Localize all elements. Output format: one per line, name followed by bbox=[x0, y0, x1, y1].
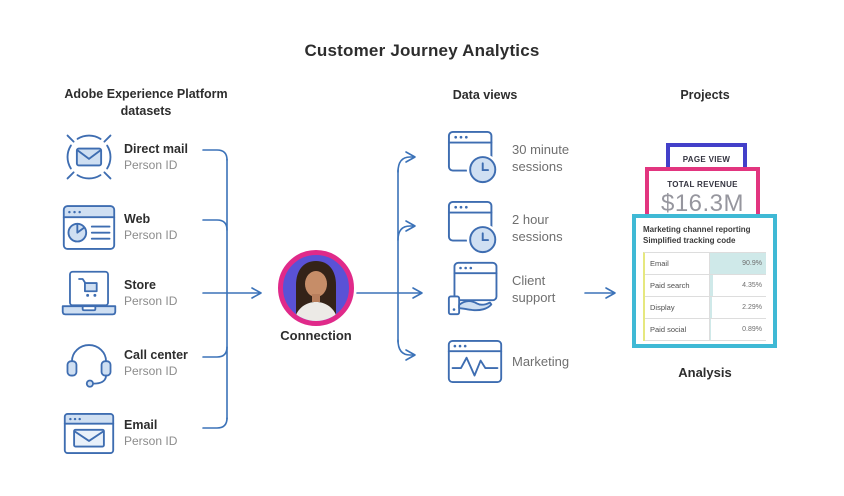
channel-bar bbox=[710, 297, 712, 318]
table-row-paid-social: Paid social 0.89% bbox=[645, 319, 766, 341]
session-clock-icon bbox=[446, 129, 504, 187]
laptop-cart-icon bbox=[60, 264, 118, 322]
dataset-item-store: Store Person ID bbox=[60, 262, 210, 324]
total-revenue-card-label: TOTAL REVENUE bbox=[667, 180, 738, 189]
dataset-label: Web bbox=[124, 212, 151, 226]
channel-bar bbox=[710, 275, 713, 296]
data-view-label: Client support bbox=[512, 273, 556, 305]
channel-value: 4.35% bbox=[742, 282, 762, 289]
datasets-to-connection-lines bbox=[202, 149, 262, 429]
session-clock-icon bbox=[446, 199, 504, 257]
analysis-card: Marketing channel reporting Simplified t… bbox=[632, 214, 777, 348]
channel-name: Paid social bbox=[650, 325, 687, 334]
data-view-item-marketing: Marketing bbox=[446, 332, 584, 390]
dataset-sublabel: Person ID bbox=[124, 364, 178, 378]
connection-avatar bbox=[278, 250, 354, 326]
headset-icon bbox=[60, 334, 118, 392]
direct-mail-icon bbox=[60, 128, 118, 186]
channel-name: Display bbox=[650, 303, 675, 312]
dataset-item-direct-mail: Direct mail Person ID bbox=[60, 126, 210, 188]
total-revenue-value: $16.3M bbox=[660, 190, 745, 217]
analysis-card-title-line2: Simplified tracking code bbox=[643, 235, 736, 245]
data-view-label: 30 minute sessions bbox=[512, 142, 570, 174]
channel-bar bbox=[710, 253, 766, 274]
connection-label: Connection bbox=[280, 328, 352, 343]
table-row-paid-search: Paid search 4.35% bbox=[645, 275, 766, 297]
table-row-display: Display 2.29% bbox=[645, 297, 766, 319]
dataset-label: Direct mail bbox=[124, 142, 188, 156]
data-views-header: Data views bbox=[452, 88, 518, 102]
clientsupport-to-analysis-arrow bbox=[584, 287, 616, 299]
dataset-sublabel: Person ID bbox=[124, 228, 178, 242]
channel-bar bbox=[710, 319, 711, 340]
dataset-label: Email bbox=[124, 418, 158, 432]
support-hand-icon bbox=[446, 260, 504, 318]
channel-name: Email bbox=[650, 259, 669, 268]
channel-value: 90.9% bbox=[742, 260, 762, 267]
datasets-header-line1: Adobe Experience Platform bbox=[64, 87, 228, 101]
dataset-label: Call center bbox=[124, 348, 188, 362]
datasets-header-line2: datasets bbox=[120, 104, 172, 118]
projects-header: Projects bbox=[680, 88, 730, 102]
data-view-label: 2 hour sessions bbox=[512, 212, 563, 244]
table-row-email: Email 90.9% bbox=[645, 253, 766, 275]
dataset-sublabel: Person ID bbox=[124, 294, 178, 308]
channel-name: Paid search bbox=[650, 281, 690, 290]
connection-to-dataviews-lines bbox=[356, 151, 423, 361]
dataset-item-email: Email Person ID bbox=[60, 402, 210, 464]
data-view-item-client-support: Client support bbox=[446, 260, 584, 318]
data-view-label: Marketing bbox=[512, 353, 570, 369]
dataset-item-web: Web Person ID bbox=[60, 196, 210, 258]
page-title: Customer Journey Analytics bbox=[304, 41, 540, 60]
dataset-item-call-center: Call center Person ID bbox=[60, 332, 210, 394]
datasets-header: Adobe Experience Platform datasets bbox=[58, 86, 234, 120]
dataset-sublabel: Person ID bbox=[124, 158, 178, 172]
channel-value: 0.89% bbox=[742, 326, 762, 333]
dataset-sublabel: Person ID bbox=[124, 434, 178, 448]
dataset-label: Store bbox=[124, 278, 156, 292]
analysis-card-title-line1: Marketing channel reporting bbox=[643, 225, 751, 234]
page-view-card-label: PAGE VIEW bbox=[682, 155, 731, 164]
email-window-icon bbox=[60, 404, 118, 462]
channel-value: 2.29% bbox=[742, 304, 762, 311]
data-view-item-30-minute-sessions: 30 minute sessions bbox=[446, 129, 584, 187]
analysis-label: Analysis bbox=[678, 365, 732, 380]
channel-report-table: Email 90.9% Paid search 4.35% Display 2.… bbox=[643, 252, 766, 341]
pulse-window-icon bbox=[446, 332, 504, 390]
data-view-item-2-hour-sessions: 2 hour sessions bbox=[446, 199, 584, 257]
person-photo-icon bbox=[294, 261, 338, 321]
web-browser-icon bbox=[60, 198, 118, 256]
